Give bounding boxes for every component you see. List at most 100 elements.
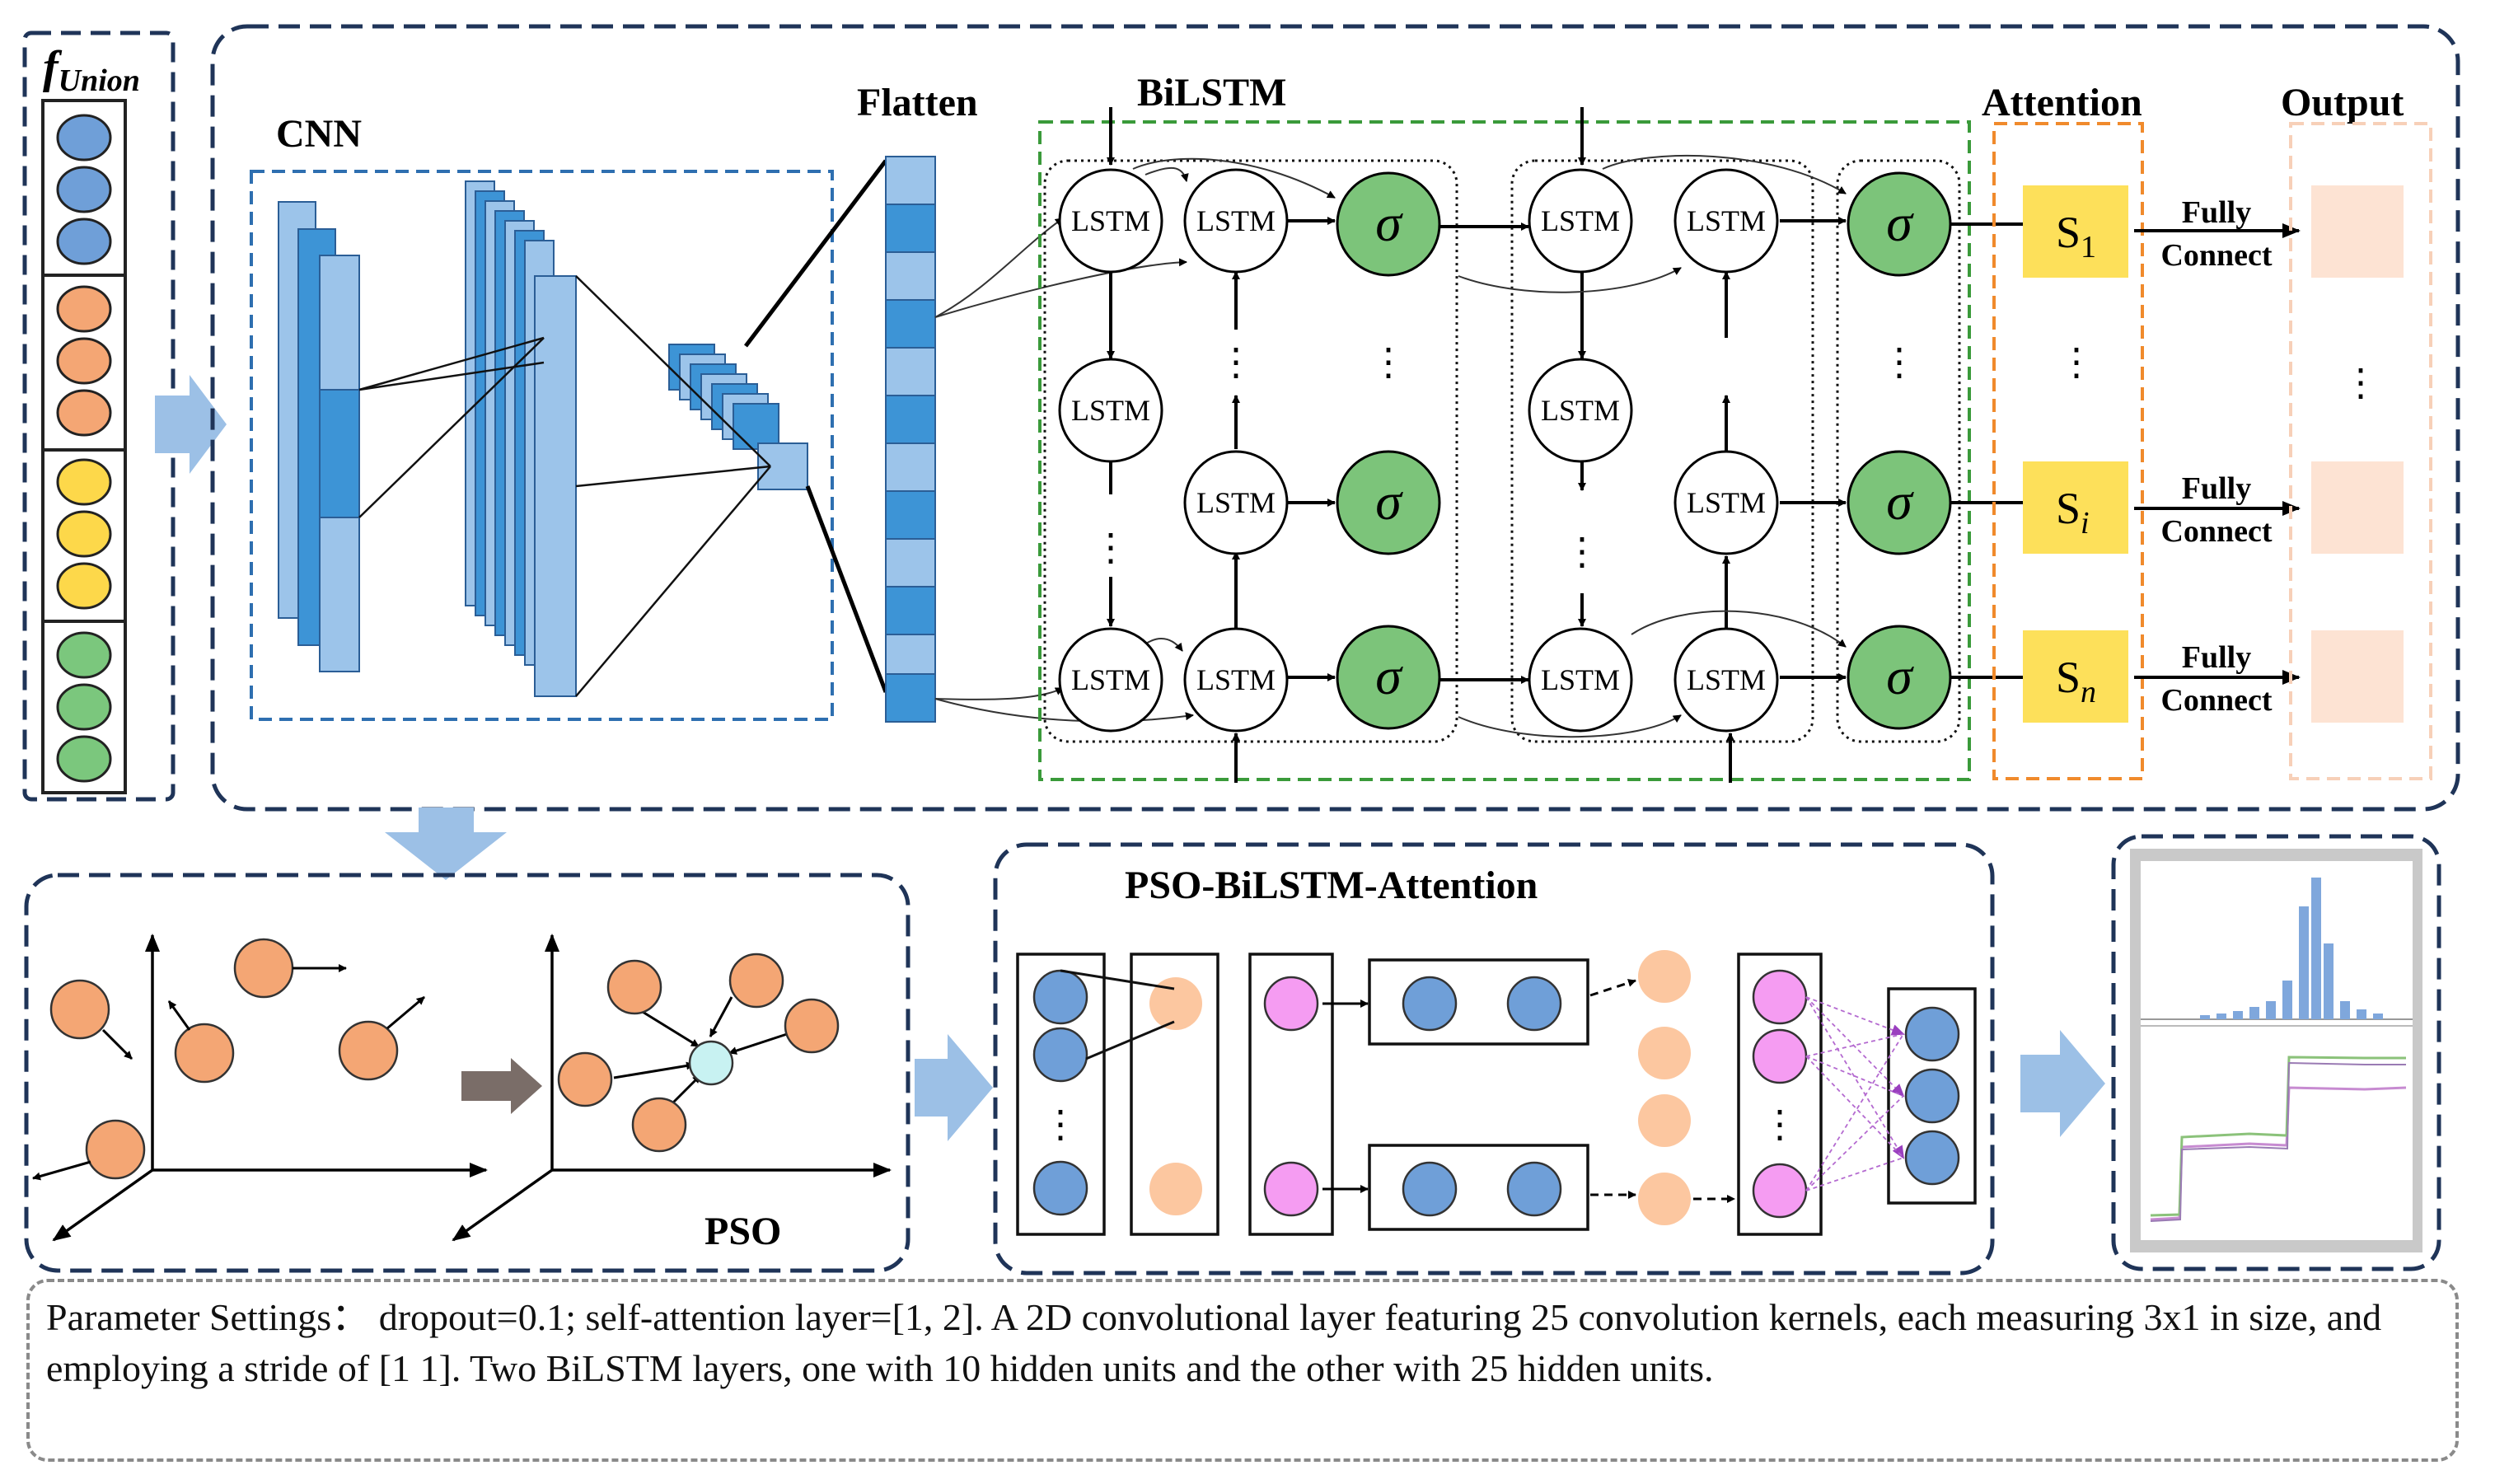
- lstm-node: [1183, 168, 1289, 274]
- sigma-label: σ: [1886, 647, 1914, 705]
- output-label: Output: [2281, 81, 2404, 124]
- magenta-node: [1752, 1028, 1808, 1084]
- ellipsis: ⋮: [1563, 531, 1601, 573]
- particle: [233, 938, 294, 999]
- lstm-label: LSTM: [1196, 486, 1276, 519]
- bilstm-block: BiLSTM: [1038, 71, 2036, 783]
- lstm-node: [1673, 450, 1779, 555]
- bilstm-label: BiLSTM: [1137, 71, 1286, 115]
- cnn-block: CNN: [250, 112, 888, 721]
- lstm-node: [1183, 627, 1289, 733]
- particle-node: [1638, 950, 1691, 1003]
- lstm-label: LSTM: [1196, 204, 1276, 237]
- parameter-settings-text: Parameter Settings： dropout=0.1; self-at…: [46, 1296, 2382, 1389]
- particle: [631, 1097, 687, 1153]
- hidden-node: [1402, 1161, 1458, 1217]
- ellipsis: ⋮: [1880, 341, 1918, 383]
- lstm-label: LSTM: [1071, 204, 1150, 237]
- sigma-label: σ: [1886, 194, 1914, 252]
- global-best-particle: [688, 1040, 734, 1086]
- particle-node: [1149, 977, 1202, 1030]
- input-node: [1032, 1160, 1088, 1216]
- flow-arrow-down: [385, 808, 507, 880]
- lstm-label: LSTM: [1196, 663, 1276, 696]
- yellow-feature-node: [56, 510, 112, 558]
- sn-label: Sn: [2056, 653, 2096, 709]
- orange-feature-node: [56, 337, 112, 385]
- lstm-label: LSTM: [1541, 394, 1620, 427]
- flow-arrow-right: [155, 375, 227, 474]
- ellipsis: ⋮: [1042, 1103, 1079, 1145]
- particle: [557, 1051, 613, 1107]
- output-node: [1904, 1068, 1960, 1124]
- pso-label: PSO: [704, 1210, 781, 1253]
- output-node: [1904, 1130, 1960, 1186]
- f-union-panel: fUnion: [22, 30, 176, 802]
- pso-bilstm-attention-label: PSO-BiLSTM-Attention: [1125, 864, 1538, 907]
- fully-connect-label: Connect: [2160, 683, 2272, 718]
- sigma-node: [1847, 450, 1952, 555]
- particle-node: [1638, 1173, 1691, 1225]
- hidden-node: [1506, 1161, 1562, 1217]
- green-feature-node: [56, 683, 112, 731]
- ellipsis: ⋮: [2057, 341, 2095, 383]
- sigma-label: σ: [1375, 472, 1403, 531]
- flow-arrow-right: [2020, 1030, 2105, 1137]
- step-response-plot: [2150, 1056, 2407, 1222]
- result-plot-panel: [2111, 834, 2441, 1271]
- orange-feature-node: [56, 285, 112, 333]
- output-node: [2311, 185, 2404, 278]
- si-label: Si: [2056, 484, 2090, 541]
- flow-arrow-right: [915, 1034, 993, 1141]
- particle: [784, 998, 840, 1054]
- sigma-label: σ: [1375, 647, 1403, 705]
- cnn-dashed-box: [250, 170, 834, 721]
- magenta-node: [1752, 1163, 1808, 1219]
- magenta-node: [1752, 969, 1808, 1025]
- output-node: [2311, 630, 2404, 723]
- lstm-node: [1528, 168, 1633, 274]
- histogram-plot: [2141, 878, 2413, 1020]
- attention-score-si: [2023, 461, 2128, 554]
- green-feature-node: [56, 735, 112, 783]
- attention-label: Attention: [1982, 81, 2142, 124]
- magenta-node: [1263, 976, 1319, 1032]
- ellipsis: ⋮: [1217, 341, 1255, 383]
- orange-feature-node: [56, 389, 112, 437]
- attention-score-sn: [2023, 630, 2128, 723]
- lstm-label: LSTM: [1687, 486, 1766, 519]
- particle: [49, 979, 110, 1040]
- blue-feature-node: [56, 114, 112, 162]
- lstm-label: LSTM: [1687, 663, 1766, 696]
- fully-connect-label: Fully: [2182, 471, 2251, 506]
- sigma-node: [1336, 450, 1441, 555]
- fully-connect-label: Fully: [2182, 640, 2251, 675]
- s1-label: S1: [2056, 208, 2096, 264]
- sigma-label: σ: [1375, 194, 1403, 252]
- pso-panel: PSO: [24, 873, 910, 1273]
- sigma-label: σ: [1886, 472, 1914, 531]
- blue-feature-node: [56, 166, 112, 213]
- sigma-node: [1847, 171, 1952, 277]
- sigma-node: [1336, 625, 1441, 730]
- fully-connect-label: Fully: [2182, 195, 2251, 230]
- particle-node: [1149, 1163, 1202, 1215]
- lstm-label: LSTM: [1541, 204, 1620, 237]
- lstm-node: [1058, 168, 1163, 274]
- particle: [338, 1020, 399, 1081]
- feature-vector: [41, 99, 127, 794]
- lstm-node: [1528, 627, 1633, 733]
- particle-node: [1638, 1027, 1691, 1079]
- flatten-label: Flatten: [857, 81, 978, 124]
- flatten-block: Flatten: [857, 81, 1194, 723]
- output-node: [1904, 1006, 1960, 1062]
- lstm-label: LSTM: [1541, 663, 1620, 696]
- lstm-label: LSTM: [1071, 663, 1150, 696]
- pso-bilstm-attention-panel: PSO-BiLSTM-Attention: [993, 842, 1995, 1276]
- main-model-panel: [210, 24, 2460, 812]
- attention-block: Attention S1 Si Sn ⋮ Fully Connect Fully…: [1982, 81, 2301, 780]
- particle-node: [1638, 1094, 1691, 1147]
- output-block: Output ⋮: [2281, 81, 2432, 780]
- lstm-label: LSTM: [1071, 394, 1150, 427]
- lstm-node: [1183, 450, 1289, 555]
